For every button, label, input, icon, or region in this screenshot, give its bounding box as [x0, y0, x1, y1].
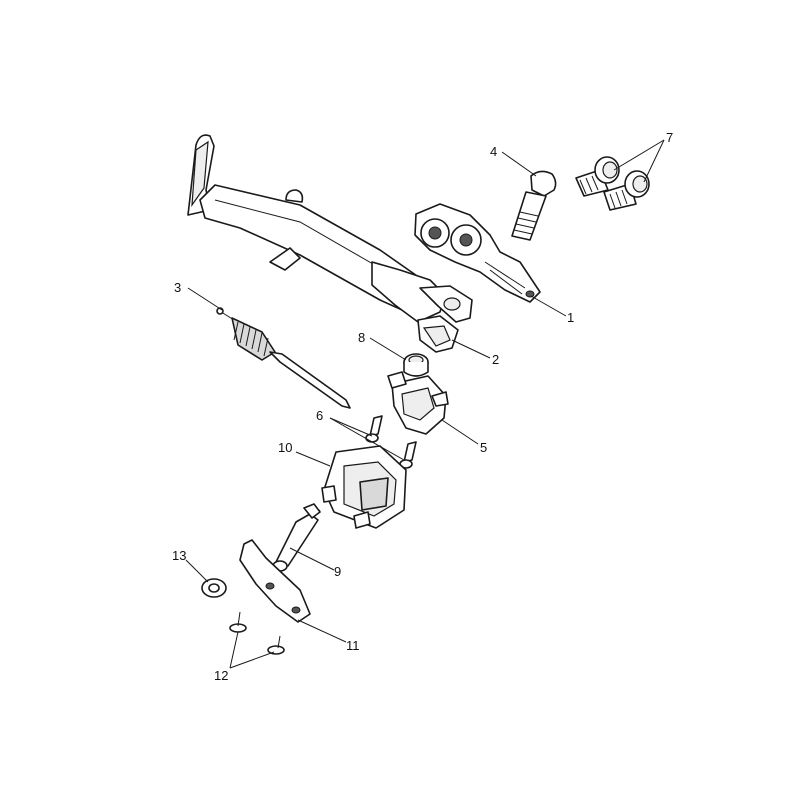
nut: [403, 353, 429, 377]
callout-13: 13: [172, 548, 186, 563]
mounting-plate: [239, 539, 311, 623]
callout-4: 4: [490, 144, 497, 159]
return-spring: [216, 307, 351, 409]
callout-7: 7: [666, 130, 673, 145]
callout-10: 10: [278, 440, 292, 455]
callout-8: 8: [358, 330, 365, 345]
washer: [201, 578, 227, 598]
side-stand-switch: [387, 371, 449, 435]
callout-9: 9: [334, 564, 341, 579]
pivot-bolt: [511, 170, 557, 241]
side-stand-leg: [187, 134, 473, 323]
callout-12: 12: [214, 668, 228, 683]
switch-bracket: [417, 315, 459, 353]
pivot-bracket: [414, 203, 541, 303]
pivot-pin: [272, 503, 321, 572]
callout-5: 5: [480, 440, 487, 455]
callout-11: 11: [346, 638, 360, 653]
callout-labels: 1 2 3 4 5 6 7 8 9 10 11 12 13: [172, 130, 673, 683]
callout-3: 3: [174, 280, 181, 295]
leader-lines: [185, 139, 665, 669]
callout-2: 2: [492, 352, 499, 367]
bracket-bolts: [575, 156, 650, 211]
callout-1: 1: [567, 310, 574, 325]
switch-housing: [321, 445, 407, 529]
callout-6: 6: [316, 408, 323, 423]
